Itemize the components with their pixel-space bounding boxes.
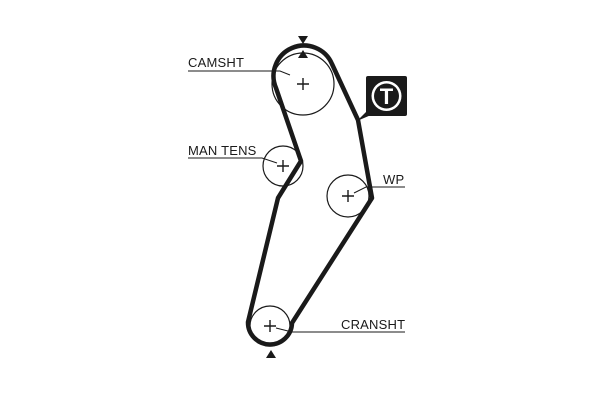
manual-tensioner-label: MAN TENS	[188, 143, 257, 158]
camshaft-pulley	[271, 52, 335, 116]
camshaft-timing-mark-top-icon	[298, 36, 308, 44]
badge-inner-circle	[374, 83, 399, 109]
manual-tensioner-pulley	[262, 145, 304, 187]
center-cross-icon	[264, 320, 276, 332]
water-pump-label: WP	[383, 172, 404, 187]
center-cross-icon	[342, 190, 354, 202]
manual-tensioner-leader-line	[188, 157, 278, 164]
camshaft-leader-line	[188, 70, 291, 76]
camshaft-label: CAMSHT	[188, 55, 244, 70]
crankshaft-timing-mark-icon	[266, 350, 276, 358]
water-pump-leader-line	[353, 186, 405, 194]
camshaft-timing-mark-bottom-icon	[298, 50, 308, 58]
timing-belt	[245, 43, 375, 347]
tensioner-badge: T	[357, 76, 407, 121]
crankshaft-pulley	[249, 305, 291, 347]
tensioner-badge-letter: T	[380, 84, 394, 109]
crankshaft-leader-line	[275, 327, 405, 333]
water-pump-pulley	[326, 174, 370, 218]
pulley-circle	[249, 305, 291, 347]
center-cross-icon	[277, 160, 289, 172]
pulley-circle	[262, 145, 304, 187]
pulley-circle	[326, 174, 370, 218]
center-cross-icon	[297, 78, 309, 90]
crankshaft-label: CRANSHT	[341, 317, 405, 332]
